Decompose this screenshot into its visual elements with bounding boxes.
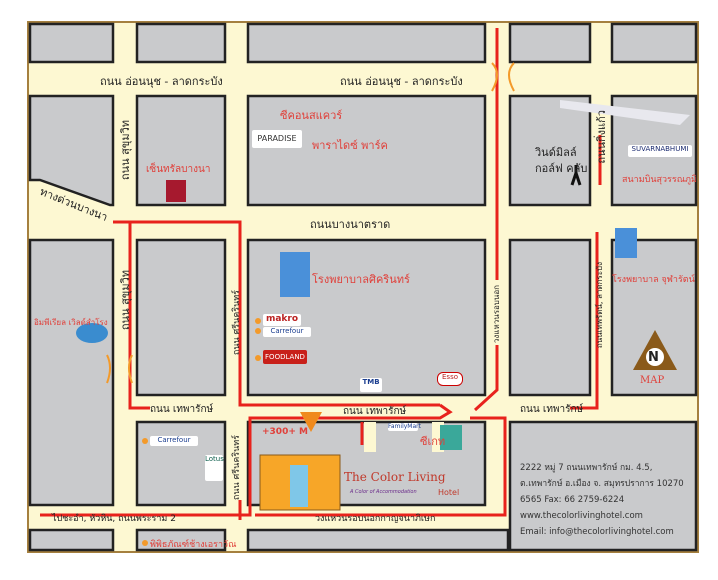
distance-label: +300+ M [262,427,308,437]
familymart-logo: FamilyMart [388,423,421,431]
road-outer-ring: วงแหวนรอบนอกกาญจนาภิเษก [315,514,436,524]
address-website[interactable]: www.thecolorlivinghotel.com [520,511,643,521]
golfer-icon [570,165,582,186]
place-airport: สนามบินสุวรรณภูมิ [622,175,697,185]
place-seacon: ซีคอนสแควร์ [280,109,343,122]
city-blocks [28,22,698,552]
address-line2: ต.เทพารักษ์ อ.เมือง จ. สมุทรปราการ 10270 [520,479,684,489]
place-paradise: พาราไดซ์ พาร์ค [312,139,388,152]
hotel-name: The Color Living [344,470,446,484]
foodland-logo: FOODLAND [263,350,307,364]
hotel-tagline: A Color of Accommodation [350,489,417,495]
road-bangna-trad: ถนนบางนาตราด [310,218,391,231]
imperial-logo-icon [76,323,108,343]
carrefour-logo: Carrefour [263,327,311,337]
place-sikarin: โรงพยาบาลศิครินทร์ [312,273,410,286]
address-phone: 6565 Fax: 66 2759-6224 [520,495,625,505]
road-theparak-left: ถนน เทพารักษ์ [150,404,214,415]
carrefour-logo-2: Carrefour [150,436,198,446]
place-windmill: วินด์มิลล์ กอล์ฟ คลับ [535,146,588,175]
place-seagate: ซีเกท [420,435,446,448]
hospital-icon-2 [615,228,637,258]
airport-logo: SUVARNABHUMI [628,145,692,157]
esso-logo: Esso [437,372,463,386]
airplane-icon [560,100,690,125]
road-right: ถนนเทพรัตน์, ลาดกระบัง [595,262,604,349]
address-line1: 2222 หมู่ 7 ถนนเทพารักษ์ กม. 4.5, [520,463,653,473]
address-email[interactable]: Email: info@thecolorlivinghotel.com [520,527,674,537]
paradise-logo: PARADISE [252,130,302,148]
hospital-icon [280,252,310,297]
road-ring: วงแหวนรอบนอก [492,285,501,344]
road-sukhumvit-mid: ถนน สุขุมวิท [119,270,132,331]
road-sukhumvit-top: ถนน สุขุมวิท [119,120,132,181]
road-theparak-center: ถนน เทพารักษ์ [343,406,407,417]
down-arrow-icon [300,412,322,432]
tmb-logo: TMB [360,378,382,392]
road-kingkaew: ถนนกิ่งแก้ว [595,110,608,164]
road-srinakarin-top: ถนน ศรีนครินทร์ [232,290,242,356]
road-theparak-right: ถนน เทพารักษ์ [520,404,584,415]
road-onnut-left: ถนน อ่อนนุช - ลาดกระบัง [100,75,223,88]
place-imperial: อิมพีเรียล เวิลด์สำโรง [34,318,108,327]
road-srinakarin-bottom: ถนน ศรีนครินทร์ [232,435,242,501]
makro-logo: makro [263,314,301,326]
place-central: เซ็นทรัลบางนา [146,164,211,175]
route-lines [40,28,602,520]
place-chularat: โรงพยาบาล จุฬารัตน์ [612,275,695,285]
hotel-suffix: Hotel [438,488,460,497]
road-to-south: ไปชะอำ, หัวหิน, ถนนพระราม 2 [52,514,176,524]
seagate-building-icon [440,425,462,450]
central-logo-icon [166,180,186,202]
compass-letter: N [648,350,659,365]
road-onnut-right: ถนน อ่อนนุช - ลาดกระบัง [340,75,463,88]
lotus-logo: Lotus [205,455,224,481]
hotel-address: 2222 หมู่ 7 ถนนเทพารักษ์ กม. 4.5, ต.เทพา… [520,460,684,540]
place-erawan: พิพิธภัณฑ์ช้างเอราวัณ [150,540,237,550]
compass-label: MAP [640,375,665,386]
